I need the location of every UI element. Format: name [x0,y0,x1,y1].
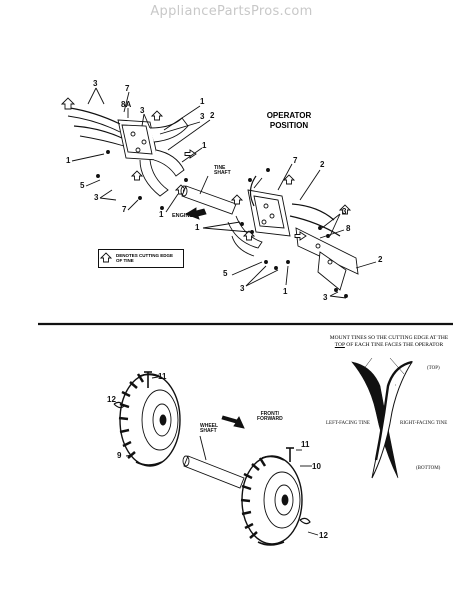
callout-5: 5 [80,181,85,190]
callout-7: 7 [125,84,130,93]
tine-shaft [180,175,237,215]
tine-orientation-sketch [351,357,414,479]
callout-8: 8 [346,224,351,233]
callout-3: 3 [200,112,205,121]
engine-label: ENGINE [172,213,194,219]
callout-3: 3 [342,207,347,216]
callout-1: 1 [159,210,164,219]
left-facing-tine-label: LEFT-FACING TINE [326,421,370,426]
engine-arrow [184,207,207,220]
callout-3: 3 [240,284,245,293]
callout-3: 3 [323,293,328,302]
callout-10: 10 [312,462,321,471]
front-forward-label: FRONT/FORWARD [257,411,283,422]
callout-5: 5 [223,269,228,278]
callout-7: 7 [122,205,127,214]
callout-1: 1 [200,97,205,106]
callout-2: 2 [378,255,383,264]
bottom-label: (BOTTOM) [416,466,441,471]
callout-9: 9 [117,451,122,460]
tine-mounting-note: MOUNT TINES SO THE CUTTING EDGE AT THE T… [329,335,449,348]
callout-11: 11 [158,372,167,381]
right-wheel [240,455,303,546]
callout-3: 3 [94,193,99,202]
callout-8a: 8A [121,100,132,109]
left-tine-assembly [60,87,211,213]
right-tine-assembly [202,163,377,299]
front-arrow [221,415,245,429]
cutting-edge-arrow-icon [99,252,113,263]
callout-3: 3 [93,79,98,88]
left-wheel [118,373,181,467]
callout-1: 1 [283,287,288,296]
watermark: AppliancePartsPros.com [150,4,313,19]
callout-2: 2 [320,160,325,169]
callout-11: 11 [301,440,310,449]
wheel-assembly [113,371,319,546]
callout-7: 7 [293,156,298,165]
callout-1: 1 [202,141,207,150]
callout-12: 12 [107,395,116,404]
right-facing-tine-label: RIGHT-FACING TINE [400,421,448,426]
callout-1: 1 [195,223,200,232]
callout-3: 3 [140,106,145,115]
callout-12: 12 [319,531,328,540]
callout-2: 2 [210,111,215,120]
top-label: (TOP) [427,366,440,371]
callout-1: 1 [66,156,71,165]
